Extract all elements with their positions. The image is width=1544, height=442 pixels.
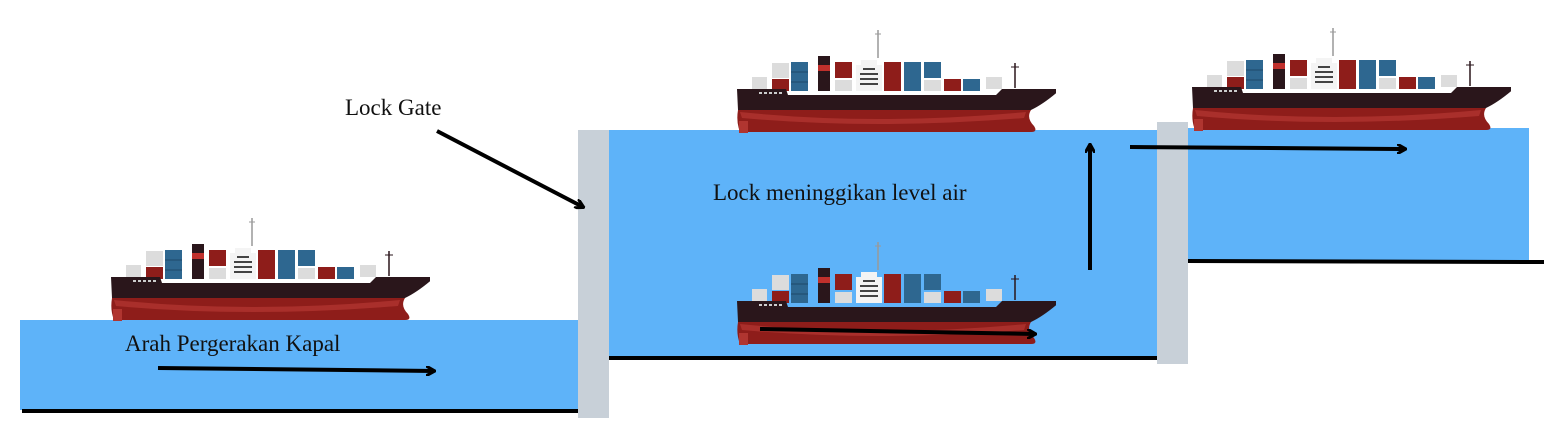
lock-gate-pointer-arrow [436, 129, 583, 207]
ship-icon-chamber-raised [736, 29, 1056, 134]
lower-water [20, 320, 580, 410]
direction-arrow-lower [157, 368, 434, 371]
upper-bed [1185, 259, 1544, 264]
direction-arrow-upper [1129, 147, 1405, 149]
direction-label: Arah Pergerakan Kapal [125, 331, 340, 356]
lock-gate-label: Lock Gate [345, 95, 441, 120]
lock-gate-1 [578, 130, 609, 418]
ship-icon-lower [110, 217, 430, 322]
direction-arrow-chamber [759, 327, 1035, 334]
ship-icon-upper [1191, 27, 1511, 132]
lock-raise-label: Lock meninggikan level air [713, 180, 967, 205]
lock-gate-2 [1157, 122, 1188, 364]
